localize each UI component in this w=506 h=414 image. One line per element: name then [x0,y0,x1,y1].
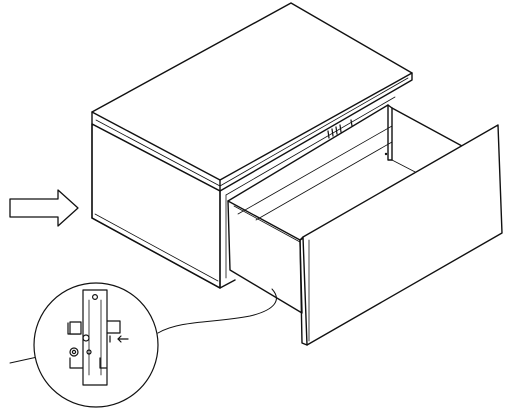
detail-magnifier [33,282,159,408]
push-arrow [9,189,79,227]
rail-marks [327,119,353,139]
cabinet-front-frame [219,96,396,289]
drawer-front-panel [299,124,503,346]
